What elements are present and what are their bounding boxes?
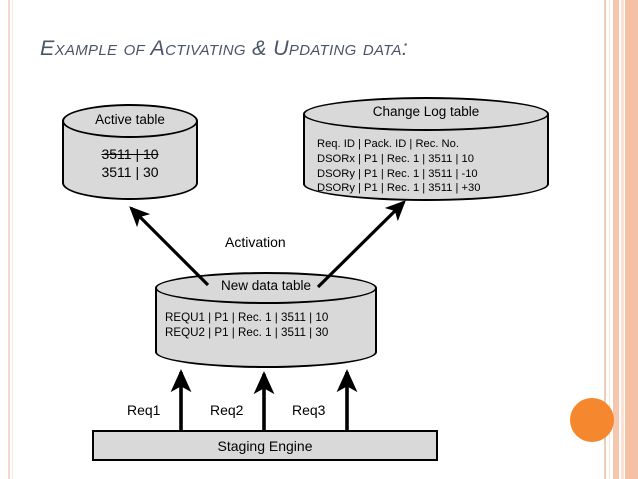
active-table-rows: 3511 | 10 3511 | 30: [62, 145, 198, 182]
orange-circle-accent: [570, 398, 614, 442]
change-log-table-title: Change Log table: [372, 104, 480, 119]
right-stripe-5: [625, 0, 638, 479]
req1-label: Req1: [127, 402, 161, 418]
table-row: DSORy | P1 | Rec. 1 | 3511 | -10: [317, 167, 478, 180]
left-stripe-inner: [12, 0, 13, 479]
req2-label: Req2: [210, 402, 244, 418]
left-stripe-outer: [8, 0, 10, 479]
table-row: 3511 | 30: [62, 163, 198, 181]
right-stripe-3: [613, 0, 619, 479]
active-table-cylinder: Active table 3511 | 10 3511 | 30: [62, 104, 198, 200]
table-row: REQU1 | P1 | Rec. 1 | 3511 | 10: [165, 311, 329, 324]
active-table-row-2-text: 3511 | 30: [101, 164, 159, 181]
table-row: REQU2 | P1 | Rec. 1 | 3511 | 30: [165, 326, 329, 340]
active-table-row-1-text: 3511 | 10: [101, 146, 159, 162]
new-data-table-title: New data table: [220, 278, 312, 293]
table-row: 3511 | 10: [62, 145, 198, 163]
activation-label: Activation: [225, 234, 286, 250]
cylinder-top-ellipse: [303, 97, 549, 131]
cylinder-top-ellipse: [62, 104, 198, 138]
right-stripe-4: [621, 0, 624, 479]
change-log-table-rows: Req. ID | Pack. ID | Rec. No. DSORx | P1…: [317, 137, 480, 196]
table-row: DSORy | P1 | Rec. 1 | 3511 | +30: [317, 182, 481, 195]
req3-label: Req3: [292, 402, 326, 418]
staging-engine-label: Staging Engine: [217, 437, 313, 454]
table-row: DSORx | P1 | Rec. 1 | 3511 | 10: [317, 152, 474, 165]
active-table-title: Active table: [95, 112, 165, 127]
page-title: Example of Activating & Updating data:: [40, 36, 409, 60]
new-data-table-rows: REQU1 | P1 | Rec. 1 | 3511 | 10 REQU2 | …: [165, 310, 328, 341]
table-header-row: Req. ID | Pack. ID | Rec. No.: [317, 138, 459, 150]
staging-engine-box: Staging Engine: [92, 430, 438, 461]
new-data-table-cylinder: New data table REQU1 | P1 | Rec. 1 | 351…: [155, 272, 377, 368]
change-log-table-cylinder: Change Log table Req. ID | Pack. ID | Re…: [303, 97, 549, 201]
